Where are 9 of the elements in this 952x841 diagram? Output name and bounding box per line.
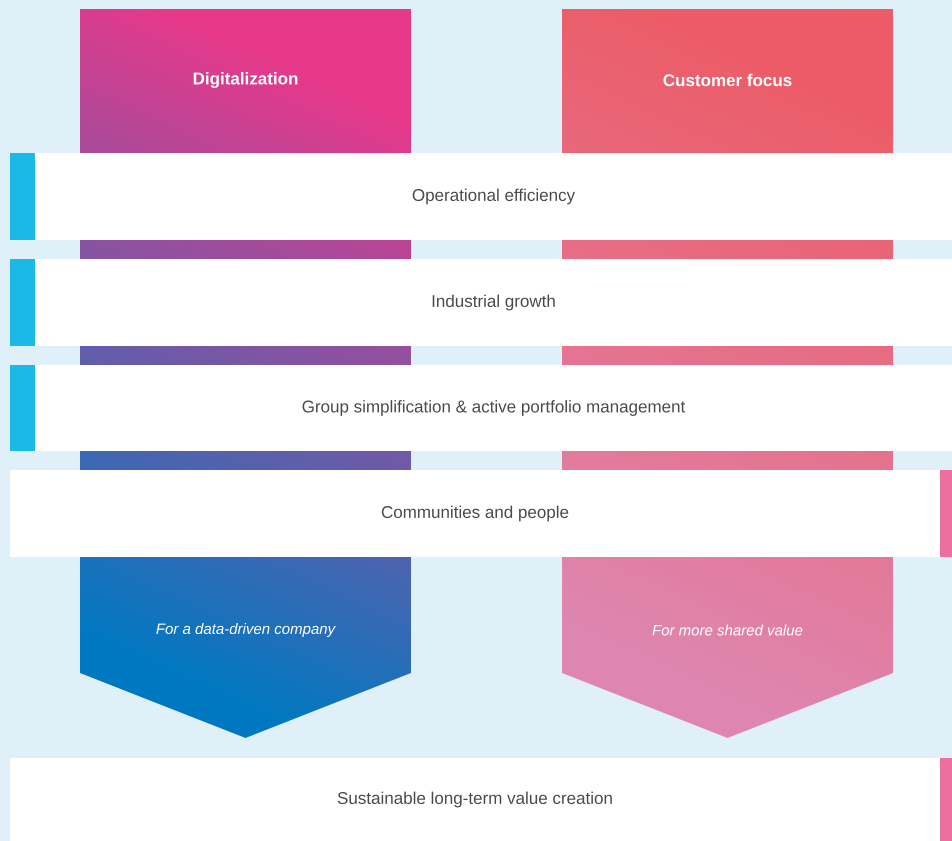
text-band: Group simplification & active portfolio management (10, 365, 952, 451)
text-band: Sustainable long-term value creation (10, 758, 952, 841)
pillar-heading: Digitalization (194, 72, 298, 88)
pillar-heading: Customer focus (664, 74, 792, 86)
text-band: Industrial growth (10, 259, 952, 346)
text-band: Operational efficiency (10, 153, 952, 240)
pillar-tagline: For a data-driven company (156, 623, 336, 637)
text-band: Communities and people (10, 470, 952, 557)
pillar-tagline: For more shared value (652, 624, 802, 636)
